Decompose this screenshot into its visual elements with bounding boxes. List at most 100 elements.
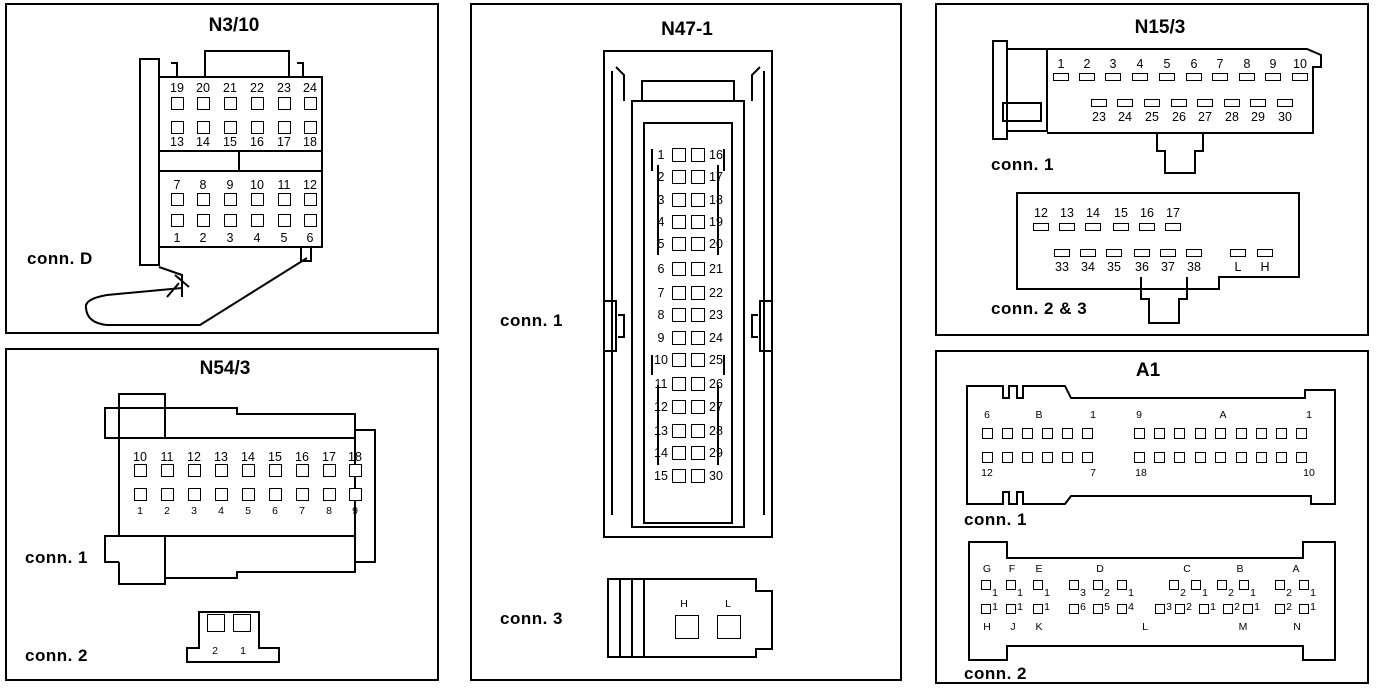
pin-number: 6 — [272, 505, 278, 517]
pin-cavity — [1215, 428, 1226, 439]
pin-number: 1 — [1057, 57, 1065, 71]
n15-3-connector-outline — [992, 40, 1322, 324]
pin-cavity — [1169, 580, 1179, 590]
pin-cavity — [296, 488, 309, 501]
pin-number: 2 — [212, 645, 218, 657]
pin-cavity — [691, 331, 705, 345]
pin-number: 20 — [196, 81, 210, 95]
pin-cavity — [672, 237, 686, 251]
pin-cavity — [1062, 452, 1073, 463]
panel-title: N3/10 — [208, 15, 260, 36]
pin-cavity — [197, 214, 210, 227]
pin-cavity — [672, 193, 686, 207]
pin-number: 1 — [173, 231, 181, 245]
pin-number: 12 — [1034, 206, 1048, 220]
pin-cavity — [349, 464, 362, 477]
pin-number: 3 — [191, 505, 197, 517]
pin-number: 13 — [170, 135, 184, 149]
pin-cavity — [269, 464, 282, 477]
panel-title: A1 — [1135, 360, 1161, 381]
pin-number: 1 — [137, 505, 143, 517]
panel-n3-10: N3/10 conn. D — [5, 3, 439, 334]
pin-number: 29 — [709, 446, 723, 460]
pin-number: 28 — [709, 424, 723, 438]
pin-cavity — [1191, 580, 1201, 590]
pin-number: 6 — [657, 262, 665, 276]
pin-number: 24 — [1118, 110, 1132, 124]
pin-cavity — [1212, 73, 1228, 81]
pin-cavity — [1276, 452, 1287, 463]
pin-number: 25 — [1145, 110, 1159, 124]
pin-cavity — [1085, 223, 1101, 231]
pin-cavity — [1276, 428, 1287, 439]
pin-number: 17 — [1166, 206, 1180, 220]
pin-cavity — [1257, 249, 1273, 257]
pin-group-letter: J — [1010, 621, 1016, 633]
pin-number: 15 — [268, 450, 282, 464]
pin-cavity — [304, 121, 317, 134]
pin-cavity — [672, 377, 686, 391]
panel-n15-3: N15/3 conn. 1 conn. 2 & 3 — [935, 3, 1369, 336]
panel-a1: A1 conn. 1 conn. 2 — [935, 350, 1369, 684]
pin-cavity — [215, 488, 228, 501]
pin-cavity — [1132, 73, 1148, 81]
pin-number: 10 — [250, 178, 264, 192]
pin-number: 25 — [709, 353, 723, 367]
pin-cavity — [215, 464, 228, 477]
pin-cavity — [1160, 249, 1176, 257]
pin-label: 12 — [981, 467, 993, 479]
conn1-label: conn. 1 — [991, 155, 1055, 174]
pin-cavity — [171, 121, 184, 134]
pin-number: 36 — [1135, 260, 1149, 274]
pin-sub: 1 — [1044, 601, 1050, 613]
pin-cavity — [1256, 428, 1267, 439]
pin-number: 3 — [657, 193, 665, 207]
pin-cavity — [1236, 452, 1247, 463]
pin-cavity — [691, 469, 705, 483]
pin-label: 1 — [1306, 409, 1312, 421]
pin-cavity — [1236, 428, 1247, 439]
pin-group-letter: H — [983, 621, 991, 633]
pin-cavity — [1165, 223, 1181, 231]
pin-cavity — [1082, 452, 1093, 463]
pin-cavity — [1139, 223, 1155, 231]
pin-cavity — [1105, 73, 1121, 81]
pin-cavity — [1082, 428, 1093, 439]
pin-group-letter: E — [1035, 563, 1043, 575]
pin-number: 12 — [187, 450, 201, 464]
pin-sub: 1 — [1310, 587, 1316, 599]
pin-cavity — [1093, 580, 1103, 590]
pin-number: 12 — [303, 178, 317, 192]
pin-cavity — [224, 214, 237, 227]
pin-cavity — [1042, 452, 1053, 463]
pin-sub: 1 — [1044, 587, 1050, 599]
pin-cavity — [1022, 428, 1033, 439]
pin-label: 18 — [1135, 467, 1147, 479]
pin-group-letter: M — [1238, 621, 1248, 633]
pin-cavity — [1197, 99, 1213, 107]
n47-1-connector-outline — [603, 50, 773, 658]
pin-cavity — [1059, 223, 1075, 231]
pin-cavity — [1093, 604, 1103, 614]
pin-cavity — [323, 488, 336, 501]
pin-number: 5 — [245, 505, 251, 517]
pin-cavity — [672, 308, 686, 322]
pin-cavity — [1080, 249, 1096, 257]
pin-sub: 1 — [1250, 587, 1256, 599]
pin-cavity — [197, 97, 210, 110]
pin-cavity — [1239, 73, 1255, 81]
pin-number: 9 — [1269, 57, 1277, 71]
pin-cavity — [296, 464, 309, 477]
pin-cavity — [691, 286, 705, 300]
pin-cavity — [304, 97, 317, 110]
pin-cavity — [134, 464, 147, 477]
pin-number: 5 — [657, 237, 665, 251]
pin-number: 2 — [164, 505, 170, 517]
pin-cavity — [1250, 99, 1266, 107]
pin-cavity — [1174, 452, 1185, 463]
pin-sub: 4 — [1128, 601, 1134, 613]
pin-number: 16 — [1140, 206, 1154, 220]
pin-label: A — [1219, 409, 1227, 421]
pin-group-letter: L — [1142, 621, 1148, 633]
pin-sub: 1 — [1017, 601, 1023, 613]
